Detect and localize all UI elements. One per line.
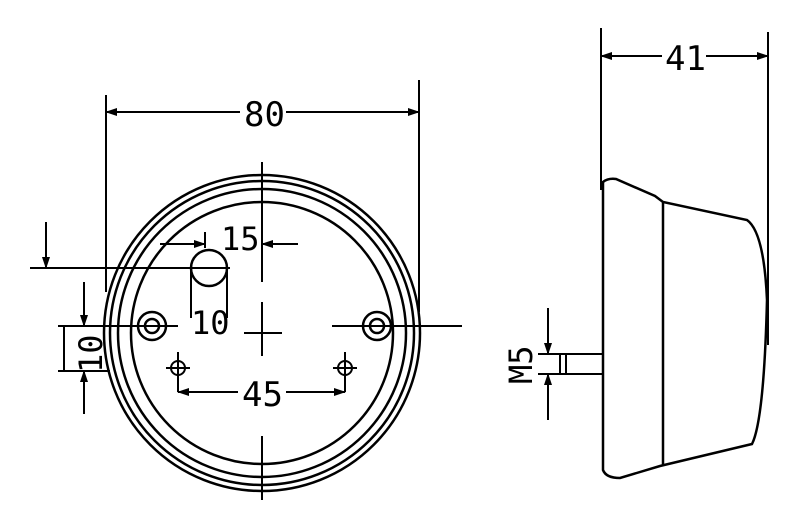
dim-15-label: 15 (221, 220, 260, 258)
dim-45-label: 45 (242, 375, 283, 415)
mounting-hole-right (361, 310, 393, 342)
dim-10-vertical-label: 10 (72, 334, 110, 373)
side-view (559, 177, 769, 480)
dim-41-label: 41 (665, 39, 706, 79)
housing-outline (601, 177, 769, 480)
front-dimensions (42, 80, 420, 414)
dim-m5-label: M5 (502, 345, 540, 384)
threaded-stud (559, 353, 604, 375)
mounting-hole-left-inner (143, 317, 161, 335)
front-view (30, 162, 462, 500)
dim-10-slot-label: 10 (191, 304, 230, 342)
side-dimensions (538, 28, 769, 420)
dim-80-label: 80 (244, 95, 285, 135)
mounting-hole-right-inner (368, 317, 386, 335)
